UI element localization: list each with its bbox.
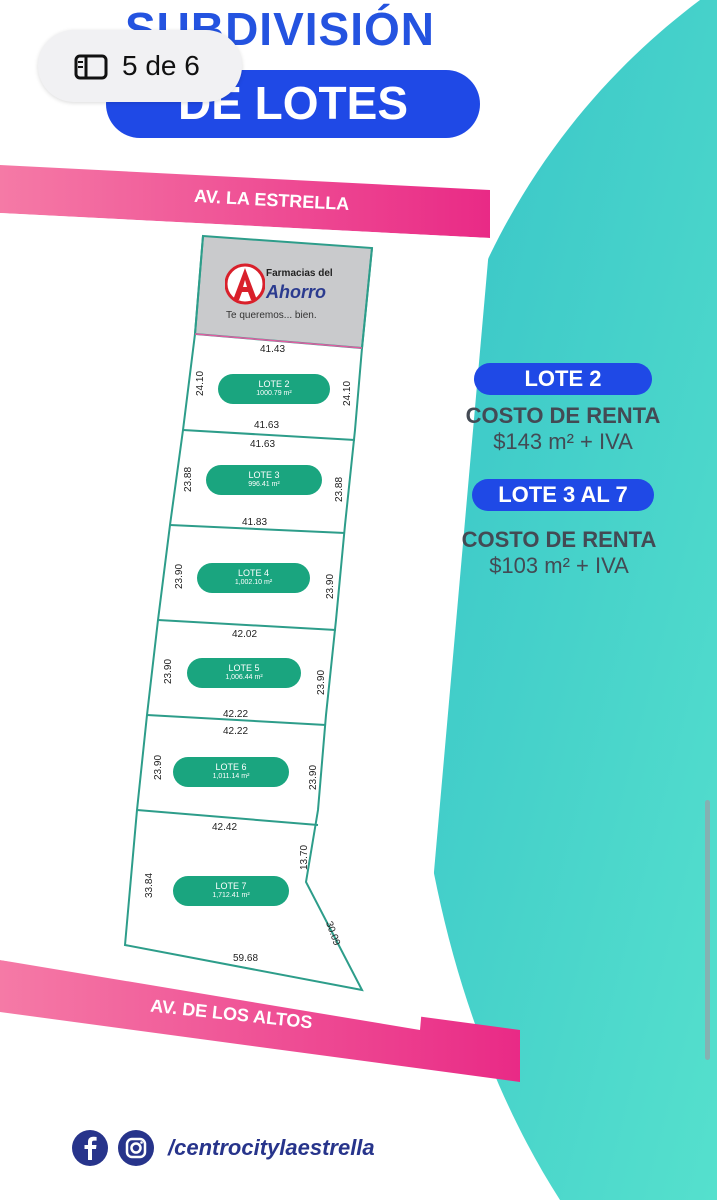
instagram-icon[interactable] (116, 1128, 156, 1168)
lot-label: LOTE 5 (228, 663, 260, 673)
pricing-pill-lote-2: LOTE 2 (474, 363, 652, 395)
scrollbar[interactable] (705, 800, 710, 1060)
lot-5-pill[interactable]: LOTE 5 1,006.44 m² (187, 658, 301, 688)
lot-area: 1,002.10 m² (234, 579, 273, 586)
dim-width: 41.63 (250, 439, 276, 450)
dim-left: 23.90 (153, 754, 165, 781)
dim-width: 42.22 (223, 709, 249, 720)
dim-width: 42.22 (223, 726, 249, 737)
dim-width: 41.63 (254, 420, 280, 431)
dim-width: 41.83 (242, 517, 268, 528)
lot-3-pill[interactable]: LOTE 3 996.41 m² (206, 465, 322, 495)
dim-left: 24.10 (195, 370, 207, 397)
lot-2-pill[interactable]: LOTE 2 1000.79 m² (218, 374, 330, 404)
lot-label: LOTE 7 (215, 881, 247, 891)
dim-left: 33.84 (144, 872, 156, 899)
pharmacy-slogan: Te queremos... bien. (226, 310, 317, 321)
pricing-price: $143 m² + IVA (493, 429, 633, 454)
pharmacy-name-line2: Ahorro (266, 282, 326, 302)
pricing-pill-lote-3-7: LOTE 3 AL 7 (472, 479, 654, 511)
dim-width: 42.42 (212, 822, 238, 833)
lot-label: LOTE 2 (258, 379, 290, 389)
lot-area: 1,011.14 m² (212, 773, 250, 780)
lot-6-pill[interactable]: LOTE 6 1,011.14 m² (173, 757, 289, 787)
pager-text: 5 de 6 (122, 50, 200, 81)
dim-right: 23.90 (308, 764, 320, 791)
dim-right: 23.88 (334, 476, 346, 503)
lot-4-pill[interactable]: LOTE 4 1,002.10 m² (197, 563, 310, 593)
dim-left: 23.90 (163, 658, 175, 685)
dim-right: 23.90 (316, 669, 328, 696)
dim-right: 23.90 (325, 573, 337, 600)
dim-right: 13.70 (299, 844, 311, 871)
lot-area: 996.41 m² (248, 481, 280, 488)
dim-width: 59.68 (233, 953, 259, 964)
gallery-icon (74, 54, 108, 80)
lot-label: LOTE 6 (215, 762, 247, 772)
facebook-icon[interactable] (70, 1128, 110, 1168)
lot-area: 1,006.44 m² (225, 674, 263, 681)
lot-area: 1000.79 m² (256, 390, 292, 397)
dim-width: 41.43 (260, 344, 286, 355)
pricing-title: COSTO DE RENTA (465, 403, 661, 428)
lot-label: LOTE 4 (237, 568, 269, 578)
dim-width: 42.02 (232, 629, 258, 640)
pricing-price: $103 m² + IVA (489, 553, 629, 578)
pharmacy-name-line1: Farmacias del (266, 268, 333, 279)
lot-area: 1,712.41 m² (212, 892, 250, 899)
dim-left: 23.90 (174, 563, 186, 590)
dim-left: 23.88 (183, 466, 195, 493)
lot-label: LOTE 3 (248, 470, 280, 480)
social-handle[interactable]: /centrocitylaestrella (168, 1135, 375, 1160)
lot-7-pill[interactable]: LOTE 7 1,712.41 m² (173, 876, 289, 906)
pricing-title: COSTO DE RENTA (461, 527, 657, 552)
dim-right: 24.10 (342, 380, 354, 407)
page-indicator[interactable] (38, 30, 242, 102)
pharmacy-logo-icon (225, 263, 265, 305)
